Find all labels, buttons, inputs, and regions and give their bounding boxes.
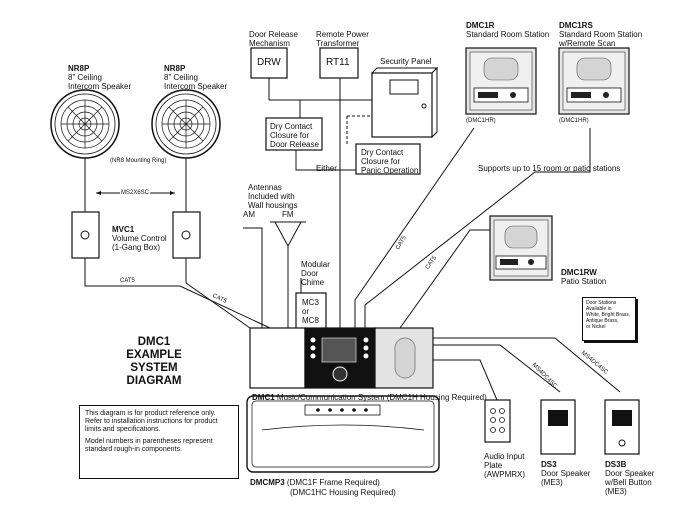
fm-label: FM bbox=[282, 210, 294, 219]
rt11-box bbox=[319, 47, 359, 79]
player-label: DMCMP3 (DMC1F Frame Required) bbox=[250, 478, 380, 487]
fm-antenna bbox=[270, 221, 306, 248]
drw-text: DRW bbox=[257, 57, 281, 68]
am-wire bbox=[243, 227, 263, 328]
dmc1rs-station bbox=[558, 47, 630, 115]
dry-contact-door-box bbox=[265, 117, 323, 151]
supports-label: Supports up to 15 room or patio stations bbox=[478, 164, 621, 173]
cat5-room-station bbox=[354, 127, 475, 328]
mounting-ring-label: (NR8 Mounting Ring) bbox=[110, 158, 167, 164]
mvc1-left-box bbox=[71, 211, 100, 259]
cat5-room-station-rs bbox=[364, 128, 591, 328]
security-panel bbox=[370, 66, 439, 139]
speaker-left bbox=[50, 89, 120, 159]
chime-box bbox=[295, 292, 327, 330]
cat5-wire-left bbox=[84, 258, 271, 329]
drw-box bbox=[250, 47, 288, 79]
security-panel-label: Security Panel bbox=[380, 57, 432, 66]
dry-contact-panic-box bbox=[355, 143, 421, 175]
audio-input-plate bbox=[484, 399, 511, 443]
bracket-arrows bbox=[96, 191, 175, 195]
bracket-label: MS2X6SC bbox=[120, 189, 151, 198]
cat5-label-a: CAT5 bbox=[120, 278, 135, 284]
speaker-right bbox=[151, 89, 221, 159]
am-label: AM bbox=[243, 210, 255, 219]
dmc1r-station bbox=[465, 47, 537, 115]
dmc1-main-unit bbox=[249, 327, 434, 389]
ds3-door-speaker bbox=[540, 399, 576, 455]
ds3b-door-speaker bbox=[604, 399, 640, 455]
dmc1rs-housing: (DMC1HR) bbox=[559, 118, 589, 124]
either-line-2 bbox=[340, 169, 359, 174]
player-housing: (DMC1HC Housing Required) bbox=[290, 488, 396, 497]
cat5-wire-right bbox=[185, 258, 251, 329]
reference-note: This diagram is for product reference on… bbox=[79, 405, 239, 479]
rt11-text: RT11 bbox=[326, 57, 350, 68]
mvc1-right-box bbox=[172, 211, 201, 259]
ms4-wire-ds3b bbox=[433, 337, 621, 393]
dmc1r-housing: (DMC1HR) bbox=[466, 118, 496, 124]
dmcmp3-unit bbox=[246, 395, 440, 473]
main-unit-label: DMC1 Music/Communication System (DMC1H H… bbox=[252, 393, 487, 402]
ms4-wire-ds3 bbox=[433, 344, 561, 393]
audio-plate-wire bbox=[433, 359, 498, 401]
either-line-1 bbox=[295, 150, 340, 171]
either-label: Either bbox=[316, 164, 337, 173]
dmc1rw-station bbox=[489, 215, 553, 281]
